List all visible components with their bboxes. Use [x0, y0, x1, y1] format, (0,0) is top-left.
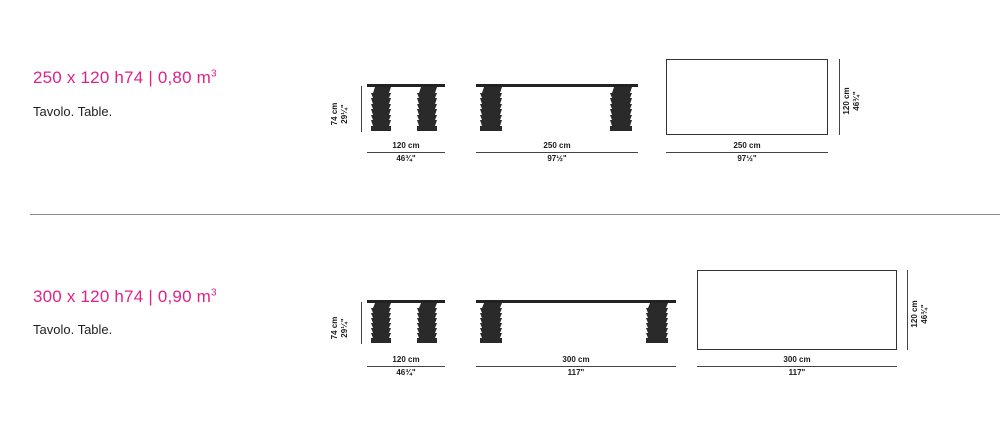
volume-exponent: 3	[211, 68, 217, 80]
top-length-label-2: 300 cm	[697, 355, 897, 365]
table-leg	[610, 87, 632, 131]
dimensions-label: 250 x 120 h74	[33, 68, 144, 87]
table-leg	[417, 303, 437, 343]
top-view-outline-1	[666, 59, 828, 135]
front-view-drawing-1	[476, 84, 638, 131]
height-dim-line-2	[361, 302, 362, 344]
spec-subtitle-1: Tavolo. Table.	[33, 104, 113, 119]
top-length-label-1: 250 cm	[666, 141, 828, 151]
table-leg	[646, 303, 668, 343]
front-length-line-2	[476, 366, 676, 367]
top-depth-in: 46¾"	[852, 91, 861, 111]
top-depth-cm: 120 cm	[842, 87, 851, 115]
front-length-label-2: 300 cm	[476, 355, 676, 365]
side-width-in-label-1: 46¾"	[367, 154, 445, 164]
height-dim-label-2: 74 cm 29¼"	[330, 298, 350, 358]
height-cm: 74 cm	[330, 316, 339, 340]
top-length-line-1	[666, 152, 828, 153]
spec-subtitle-2: Tavolo. Table.	[33, 322, 113, 337]
top-depth-line-1	[839, 59, 840, 135]
side-width-in: 46¾"	[396, 368, 416, 377]
side-view-drawing-1	[367, 84, 445, 131]
front-length-in-label-2: 117"	[476, 368, 676, 378]
top-length-line-2	[697, 366, 897, 367]
front-length-in: 97½"	[547, 154, 567, 163]
height-dim-line-1	[361, 86, 362, 132]
side-width-label-1: 120 cm	[367, 141, 445, 151]
front-length-label-1: 250 cm	[476, 141, 638, 151]
height-in: 29¼"	[340, 318, 349, 338]
top-depth-in: 46¾"	[920, 304, 929, 324]
side-width-cm: 120 cm	[392, 141, 420, 150]
front-length-in: 117"	[567, 368, 585, 377]
volume-label: 0,80 m	[157, 68, 212, 87]
dimensions-label: 300 x 120 h74	[33, 287, 144, 306]
height-cm: 74 cm	[330, 102, 339, 126]
separator: |	[148, 287, 158, 306]
height-dim-label-1: 74 cm 29¼"	[330, 84, 350, 144]
height-in: 29¼"	[340, 104, 349, 124]
top-depth-label-2: 120 cm 46¾"	[910, 284, 930, 344]
side-width-line-1	[367, 152, 445, 153]
top-length-in: 97½"	[737, 154, 757, 163]
top-length-in-label-1: 97½"	[666, 154, 828, 164]
top-length-cm: 250 cm	[733, 141, 761, 150]
side-width-in-label-2: 46¾"	[367, 368, 445, 378]
section-divider	[30, 214, 1000, 215]
spec-title-1: 250 x 120 h74 | 0,80 m3	[33, 68, 217, 88]
front-length-in-label-1: 97½"	[476, 154, 638, 164]
front-view-drawing-2	[476, 300, 676, 343]
top-length-cm: 300 cm	[783, 355, 811, 364]
volume-label: 0,90 m	[157, 287, 212, 306]
top-view-outline-2	[697, 270, 897, 350]
table-leg	[480, 87, 502, 131]
front-length-cm: 250 cm	[543, 141, 571, 150]
volume-exponent: 3	[211, 287, 217, 299]
table-leg	[371, 303, 391, 343]
table-leg	[480, 303, 502, 343]
table-leg	[371, 87, 391, 131]
top-length-in-label-2: 117"	[697, 368, 897, 378]
side-width-label-2: 120 cm	[367, 355, 445, 365]
side-width-line-2	[367, 366, 445, 367]
front-length-line-1	[476, 152, 638, 153]
top-length-in: 117"	[788, 368, 806, 377]
top-depth-label-1: 120 cm 46¾"	[842, 71, 862, 131]
front-length-cm: 300 cm	[562, 355, 590, 364]
side-width-cm: 120 cm	[392, 355, 420, 364]
top-depth-cm: 120 cm	[910, 300, 919, 328]
side-width-in: 46¾"	[396, 154, 416, 163]
table-leg	[417, 87, 437, 131]
separator: |	[148, 68, 158, 87]
spec-title-2: 300 x 120 h74 | 0,90 m3	[33, 287, 217, 307]
top-depth-line-2	[907, 270, 908, 350]
side-view-drawing-2	[367, 300, 445, 343]
